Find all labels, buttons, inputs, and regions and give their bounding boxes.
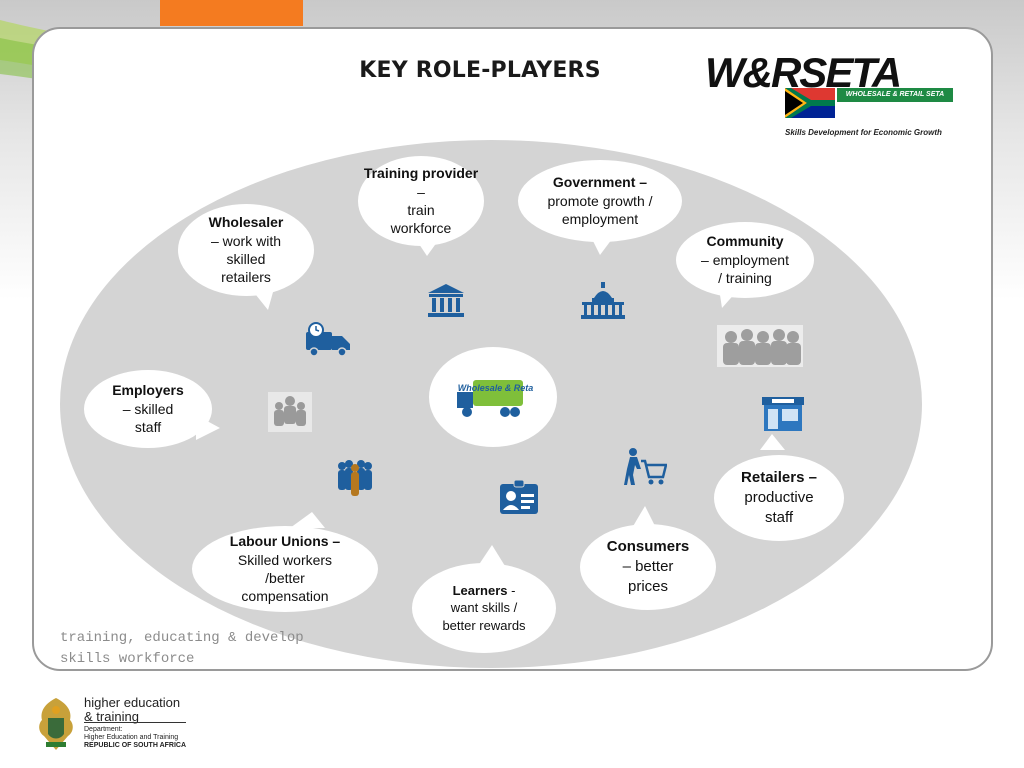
orange-accent-tab xyxy=(160,0,303,26)
id-badge-icon xyxy=(500,479,538,514)
community-crowd-icon xyxy=(717,325,803,367)
svg-text:Wholesale & Retail: Wholesale & Retail xyxy=(458,383,533,393)
department-details: Department:Higher Education and Training… xyxy=(84,726,187,749)
logo-wordmark: W&RSETA xyxy=(705,49,902,96)
delivery-truck-icon xyxy=(306,322,350,357)
retail-store-icon xyxy=(762,397,804,431)
capitol-building-icon xyxy=(581,282,625,319)
delivery-truck-logo-icon: Wholesale & Retail xyxy=(457,380,533,417)
footer-caption: training, educating & develop skills wor… xyxy=(60,630,304,667)
employers-group-icon xyxy=(268,392,312,432)
labour-workers-crowd-icon xyxy=(338,460,372,496)
university-building-icon xyxy=(428,284,464,317)
sa-flag-icon xyxy=(785,88,835,118)
bubble-community: Community– employment/ training xyxy=(676,222,814,298)
coat-of-arms-icon xyxy=(39,698,73,750)
slide-title: KEY ROLE-PLAYERS xyxy=(359,58,601,83)
wrseta-logo: W&RSETA WHOLESALE & RETAIL SETA Skills D… xyxy=(705,50,955,142)
shopping-cart-person-icon xyxy=(624,448,667,485)
bubble-learners: Learners -want skills /better rewards xyxy=(412,563,556,653)
bubble-government: Government –promote growth /employment xyxy=(518,160,682,242)
logo-band: WHOLESALE & RETAIL SETA xyxy=(837,88,953,102)
department-name: higher education& training xyxy=(84,695,181,724)
logo-tagline: Skills Development for Economic Growth xyxy=(785,128,942,137)
bubble-center-logo: Wholesale & Retail xyxy=(429,347,557,447)
department-divider xyxy=(84,722,186,723)
